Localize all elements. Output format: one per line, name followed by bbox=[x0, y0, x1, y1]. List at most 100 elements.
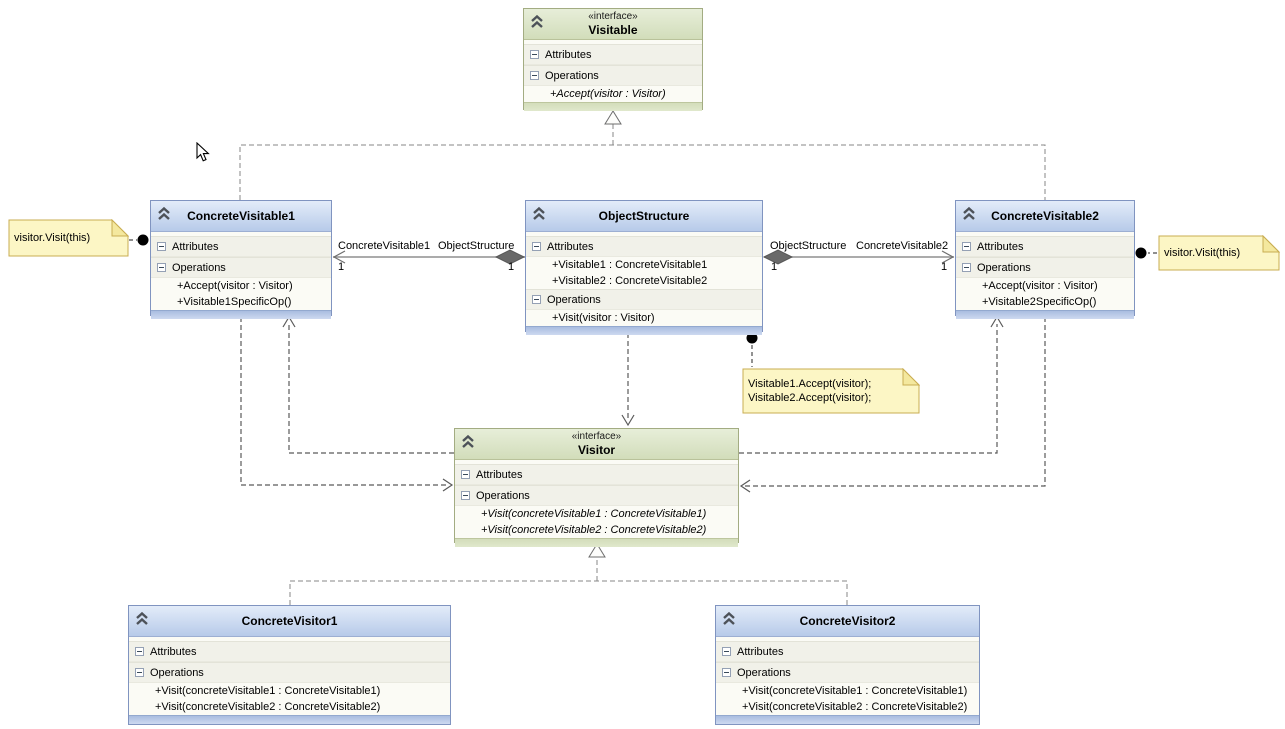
class-title: Visitable bbox=[588, 23, 638, 37]
operation-row: +Visit(concreteVisitable2 : ConcreteVisi… bbox=[155, 701, 381, 713]
collapse-minus-icon[interactable] bbox=[530, 71, 539, 80]
section-label: Operations bbox=[977, 261, 1031, 274]
note-anchor-icon bbox=[1135, 247, 1147, 259]
note-connector-left[interactable] bbox=[129, 234, 149, 246]
class-concretevisitor1[interactable]: ConcreteVisitor1 Attributes Operations +… bbox=[128, 605, 451, 725]
collapse-chevron-icon[interactable] bbox=[529, 14, 545, 29]
operation-row: +Visit(concreteVisitable1 : ConcreteVisi… bbox=[155, 685, 381, 697]
class-title: ConcreteVisitor2 bbox=[799, 614, 896, 628]
collapse-minus-icon[interactable] bbox=[722, 668, 731, 677]
note-visitor-visit-this-left[interactable]: visitor.Visit(this) bbox=[8, 219, 129, 257]
operations-section[interactable]: Operations bbox=[129, 662, 450, 683]
realization-triangle-icon bbox=[604, 110, 622, 125]
class-objectstructure[interactable]: ObjectStructure Attributes +Visitable1 :… bbox=[525, 200, 763, 335]
collapse-minus-icon[interactable] bbox=[461, 470, 470, 479]
collapse-minus-icon[interactable] bbox=[530, 50, 539, 59]
assoc-right-role-objectstructure: ObjectStructure bbox=[770, 240, 847, 252]
note-accept-calls[interactable]: Visitable1.Accept(visitor); Visitable2.Ac… bbox=[742, 368, 920, 414]
note-line: Visitable1.Accept(visitor); bbox=[748, 378, 872, 390]
operations-section[interactable]: Operations bbox=[956, 257, 1134, 278]
class-footer-bar bbox=[129, 715, 450, 724]
collapse-chevron-icon[interactable] bbox=[156, 206, 172, 221]
class-footer-bar bbox=[455, 538, 738, 547]
collapse-minus-icon[interactable] bbox=[461, 491, 470, 500]
operations-section[interactable]: Operations bbox=[151, 257, 331, 278]
class-title: ConcreteVisitable2 bbox=[991, 209, 1099, 223]
dependency-concretevisitable1-visitor[interactable] bbox=[240, 317, 454, 492]
collapse-minus-icon[interactable] bbox=[722, 647, 731, 656]
operations-section[interactable]: Operations bbox=[526, 289, 762, 310]
note-anchor-icon bbox=[746, 332, 758, 344]
note-text: Visitable1.Accept(visitor); Visitable2.Ac… bbox=[748, 368, 906, 414]
collapse-minus-icon[interactable] bbox=[157, 242, 166, 251]
stereotype-label: «interface» bbox=[571, 431, 622, 442]
section-label: Operations bbox=[547, 293, 601, 306]
collapse-chevron-icon[interactable] bbox=[961, 206, 977, 221]
realization-concretevisitors-visitor[interactable] bbox=[289, 543, 848, 605]
collapse-chevron-icon[interactable] bbox=[721, 611, 737, 626]
collapse-chevron-icon[interactable] bbox=[531, 206, 547, 221]
collapse-minus-icon[interactable] bbox=[532, 295, 541, 304]
operations-section[interactable]: Operations bbox=[524, 65, 702, 86]
collapse-minus-icon[interactable] bbox=[135, 647, 144, 656]
note-visitor-visit-this-right[interactable]: visitor.Visit(this) bbox=[1158, 235, 1280, 271]
attributes-section[interactable]: Attributes bbox=[455, 464, 738, 485]
attributes-section[interactable]: Attributes bbox=[716, 641, 979, 662]
attributes-section[interactable]: Attributes bbox=[524, 44, 702, 65]
assoc-left-role-objectstructure: ObjectStructure bbox=[438, 240, 515, 252]
operations-section[interactable]: Operations bbox=[716, 662, 979, 683]
attributes-section[interactable]: Attributes bbox=[526, 236, 762, 257]
assoc-left-role-concretevisitable1: ConcreteVisitable1 bbox=[338, 240, 431, 252]
dependency-visitor-concretevisitable1[interactable] bbox=[282, 315, 454, 454]
dependency-objectstructure-visitor[interactable] bbox=[621, 333, 635, 427]
class-footer-bar bbox=[526, 326, 762, 335]
class-concretevisitable2[interactable]: ConcreteVisitable2 Attributes Operations… bbox=[955, 200, 1135, 319]
class-title: ObjectStructure bbox=[598, 209, 690, 223]
note-line: Visitable2.Accept(visitor); bbox=[748, 392, 872, 404]
association-objectstructure-concretevisitable2[interactable] bbox=[762, 249, 955, 265]
assoc-left-multiplicity-right: 1 bbox=[508, 261, 515, 273]
class-header: ConcreteVisitor2 bbox=[716, 606, 979, 637]
class-concretevisitable1[interactable]: ConcreteVisitable1 Attributes Operations… bbox=[150, 200, 332, 319]
operation-row: +Visitable1SpecificOp() bbox=[177, 296, 292, 308]
section-label: Attributes bbox=[547, 240, 594, 253]
collapse-minus-icon[interactable] bbox=[962, 263, 971, 272]
operation-row: +Visitable2SpecificOp() bbox=[982, 296, 1097, 308]
attributes-section[interactable]: Attributes bbox=[956, 236, 1134, 257]
note-connector-right[interactable] bbox=[1135, 247, 1158, 259]
assoc-right-multiplicity-right: 1 bbox=[941, 261, 948, 273]
aggregation-diamond-icon bbox=[494, 249, 526, 265]
note-fold-icon bbox=[902, 368, 920, 386]
realization-concretevisitables-visitable[interactable] bbox=[239, 110, 1046, 200]
note-line: visitor.Visit(this) bbox=[14, 232, 91, 244]
collapse-minus-icon[interactable] bbox=[135, 668, 144, 677]
section-label: Attributes bbox=[545, 48, 592, 61]
section-label: Operations bbox=[737, 666, 791, 679]
section-label: Attributes bbox=[476, 468, 523, 481]
collapse-minus-icon[interactable] bbox=[532, 242, 541, 251]
operations-section[interactable]: Operations bbox=[455, 485, 738, 506]
dependency-concretevisitable2-visitor[interactable] bbox=[739, 317, 1046, 493]
open-arrow-icon bbox=[739, 479, 751, 493]
operation-row: +Visit(concreteVisitable1 : ConcreteVisi… bbox=[742, 685, 968, 697]
section-label: Attributes bbox=[150, 645, 197, 658]
association-objectstructure-concretevisitable1[interactable] bbox=[332, 249, 526, 265]
collapse-chevron-icon[interactable] bbox=[460, 434, 476, 449]
operation-row: +Visit(visitor : Visitor) bbox=[552, 312, 655, 324]
class-visitable[interactable]: «interface» Visitable Attributes Operati… bbox=[523, 8, 703, 111]
class-concretevisitor2[interactable]: ConcreteVisitor2 Attributes Operations +… bbox=[715, 605, 980, 725]
collapse-minus-icon[interactable] bbox=[962, 242, 971, 251]
section-label: Operations bbox=[545, 69, 599, 82]
collapse-chevron-icon[interactable] bbox=[134, 611, 150, 626]
class-header: ObjectStructure bbox=[526, 201, 762, 232]
class-visitor[interactable]: «interface» Visitor Attributes Operation… bbox=[454, 428, 739, 547]
class-title: ConcreteVisitable1 bbox=[187, 209, 295, 223]
attributes-section[interactable]: Attributes bbox=[151, 236, 331, 257]
note-connector-center[interactable] bbox=[746, 332, 758, 368]
collapse-minus-icon[interactable] bbox=[157, 263, 166, 272]
section-label: Attributes bbox=[172, 240, 219, 253]
class-header: ConcreteVisitable1 bbox=[151, 201, 331, 232]
attributes-section[interactable]: Attributes bbox=[129, 641, 450, 662]
section-label: Operations bbox=[172, 261, 226, 274]
